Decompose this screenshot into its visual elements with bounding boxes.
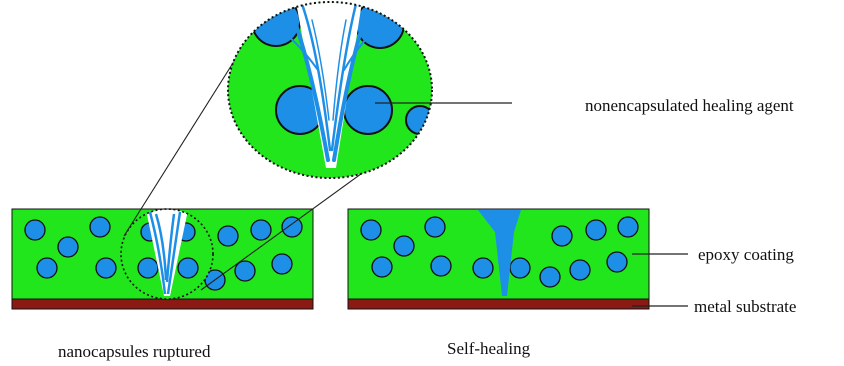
caption-self-healing: Self-healing	[447, 340, 530, 357]
zoom-view	[226, 0, 436, 182]
label-healing-agent: nonencapsulated healing agent	[585, 97, 794, 114]
label-metal-substrate: metal substrate	[694, 298, 796, 315]
ruptured-panel	[12, 209, 313, 309]
caption-nanocapsules-ruptured: nanocapsules ruptured	[58, 343, 210, 360]
metal-substrate-right	[348, 299, 649, 309]
label-epoxy-coating: epoxy coating	[698, 246, 794, 263]
metal-substrate-left	[12, 299, 313, 309]
self-healing-panel	[348, 209, 649, 309]
